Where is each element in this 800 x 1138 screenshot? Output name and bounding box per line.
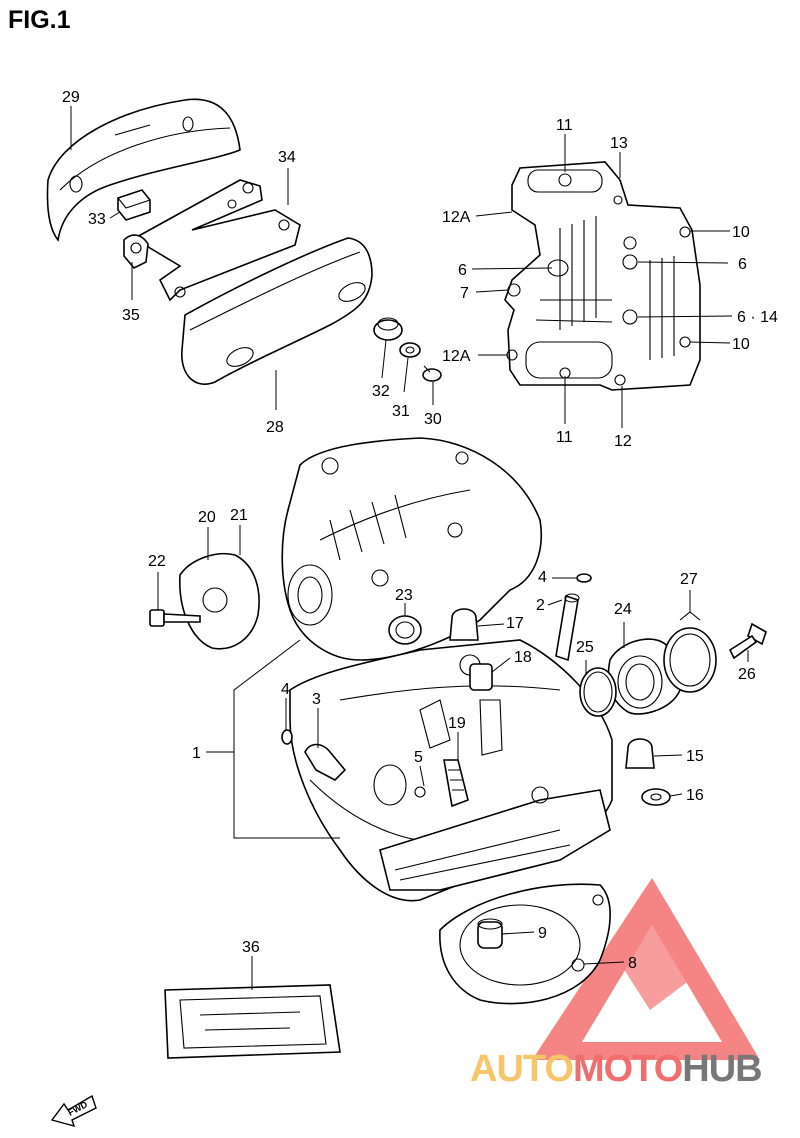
part-2-tube [555, 593, 580, 662]
label-3: 3 [312, 691, 321, 708]
part-32-grommet [373, 317, 403, 341]
part-16-washer [641, 788, 671, 806]
watermark-moto: MOTO [572, 1048, 683, 1090]
label-10-bottom: 10 [732, 336, 750, 353]
part-18-insert [469, 663, 493, 691]
watermark-logo: AUTOMOTOHUB [470, 1048, 763, 1091]
label-31: 31 [392, 403, 410, 420]
label-28: 28 [266, 419, 284, 436]
part-22-bolt [149, 609, 201, 627]
label-7: 7 [460, 285, 469, 302]
label-6-14: 6 · 14 [737, 309, 778, 326]
label-13: 13 [610, 135, 628, 152]
label-33: 33 [88, 211, 106, 228]
part-4-oring-a [576, 573, 592, 583]
label-21: 21 [230, 507, 248, 524]
label-30: 30 [424, 411, 442, 428]
label-17: 17 [506, 615, 524, 632]
label-12: 12 [614, 433, 632, 450]
part-number-labels: 29 34 33 35 28 32 31 30 11 13 12A 10 6 6… [62, 89, 778, 972]
label-6-left: 6 [458, 262, 467, 279]
part-33-block [117, 189, 151, 221]
cylinder-head-cover-assembly [504, 161, 701, 391]
label-16: 16 [686, 787, 704, 804]
label-22: 22 [148, 553, 166, 570]
part-15-cap-nut [625, 738, 655, 769]
part-8-head-gasket [439, 883, 611, 1005]
label-1: 1 [192, 745, 201, 762]
label-9: 9 [538, 925, 547, 942]
part-20-side-cover [179, 552, 260, 650]
label-12A-bottom: 12A [442, 348, 471, 365]
part-3-stud [304, 743, 347, 781]
part-25-oring [579, 667, 617, 717]
label-10-top: 10 [732, 224, 750, 241]
label-15: 15 [686, 748, 704, 765]
part-24-intake-pipe [607, 638, 681, 715]
figure-title: FIG.1 [8, 6, 71, 34]
label-35: 35 [122, 307, 140, 324]
label-27: 27 [680, 571, 698, 588]
label-23: 23 [395, 587, 413, 604]
label-19: 19 [448, 715, 466, 732]
part-19-spark-plug [443, 759, 469, 808]
part-30-bolt [422, 365, 442, 382]
part-36-label-plate [164, 984, 341, 1059]
label-11-top: 11 [556, 117, 573, 134]
label-5: 5 [414, 749, 423, 766]
label-18: 18 [514, 649, 532, 666]
label-36: 36 [242, 939, 260, 956]
label-29: 29 [62, 89, 80, 106]
label-12A-top: 12A [442, 209, 471, 226]
label-24: 24 [614, 601, 632, 618]
fwd-arrow-icon: FWD [50, 1094, 97, 1128]
part-9-dowel [477, 918, 503, 949]
part-1-cylinder-head [281, 437, 613, 902]
part-23-seal [388, 615, 422, 645]
part-29-top-cover [46, 98, 241, 242]
part-34-bracket [133, 179, 301, 302]
label-8: 8 [628, 955, 637, 972]
watermark-hub: HUB [682, 1048, 762, 1090]
part-31-washer [399, 342, 421, 358]
label-32: 32 [372, 383, 390, 400]
label-11-bottom: 11 [556, 429, 573, 446]
part-4-oring-b [281, 729, 293, 745]
watermark-auto: AUTO [470, 1048, 574, 1090]
label-25: 25 [576, 639, 594, 656]
label-26: 26 [738, 666, 756, 683]
part-28-head-cover [181, 237, 373, 385]
label-6-right: 6 [738, 256, 747, 273]
label-2: 2 [536, 597, 545, 614]
part-26-bolt [728, 622, 767, 660]
label-20: 20 [198, 509, 216, 526]
watermark-triangle [532, 878, 760, 1060]
part-17-cap [449, 608, 479, 641]
label-4-top: 4 [538, 569, 547, 586]
part-27-clamp [663, 611, 717, 693]
label-34: 34 [278, 149, 296, 166]
label-4-left: 4 [281, 681, 290, 698]
part-35-mount [123, 234, 149, 269]
leader-lines [70, 106, 749, 990]
